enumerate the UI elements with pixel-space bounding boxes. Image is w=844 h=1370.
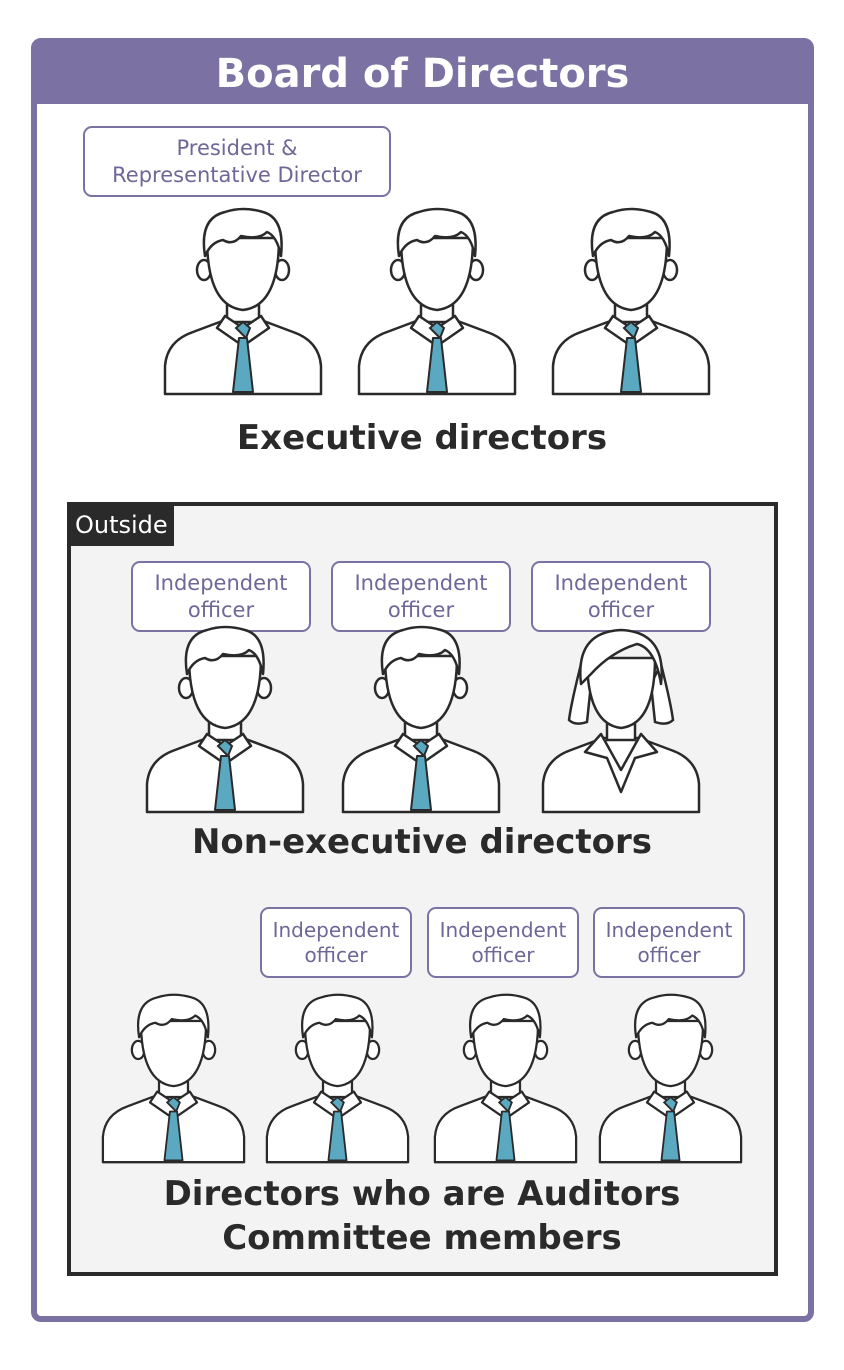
label-line2: officer <box>587 597 655 622</box>
independent-officer-label: Independent officer <box>593 907 745 978</box>
president-label-line1: President & <box>176 136 298 161</box>
man-icon <box>145 624 305 814</box>
man-icon <box>551 206 711 396</box>
auditors-caption-line1: Directors who are Auditors <box>163 1174 681 1214</box>
non-executive-caption: Non-executive directors <box>191 822 653 862</box>
man-icon <box>341 624 501 814</box>
independent-officer-label: Independent officer <box>427 907 579 978</box>
man-icon <box>163 206 323 396</box>
man-icon <box>101 992 246 1164</box>
label-line2: officer <box>187 597 255 622</box>
independent-officer-label: Independent officer <box>131 561 311 632</box>
label-line2: officer <box>637 942 701 967</box>
independent-officer-label: Independent officer <box>531 561 711 632</box>
label-line1: Independent <box>554 571 688 596</box>
label-line2: officer <box>471 942 535 967</box>
man-icon <box>433 992 578 1164</box>
label-line1: Independent <box>272 917 400 942</box>
man-icon <box>265 992 410 1164</box>
label-line1: Independent <box>154 571 288 596</box>
label-line2: officer <box>387 597 455 622</box>
board-title: Board of Directors <box>37 44 808 104</box>
independent-officer-label: Independent officer <box>260 907 412 978</box>
executive-caption: Executive directors <box>236 418 608 458</box>
label-line2: officer <box>304 942 368 967</box>
man-icon <box>357 206 517 396</box>
label-line1: Independent <box>605 917 733 942</box>
man-icon <box>598 992 743 1164</box>
outside-tag: Outside <box>71 506 174 546</box>
president-label-line2: Representative Director <box>112 162 362 187</box>
auditors-caption-line2: Committee members <box>222 1218 622 1258</box>
label-line1: Independent <box>354 571 488 596</box>
label-line1: Independent <box>439 917 567 942</box>
woman-icon <box>541 624 701 814</box>
independent-officer-label: Independent officer <box>331 561 511 632</box>
president-label: President & Representative Director <box>83 126 391 197</box>
